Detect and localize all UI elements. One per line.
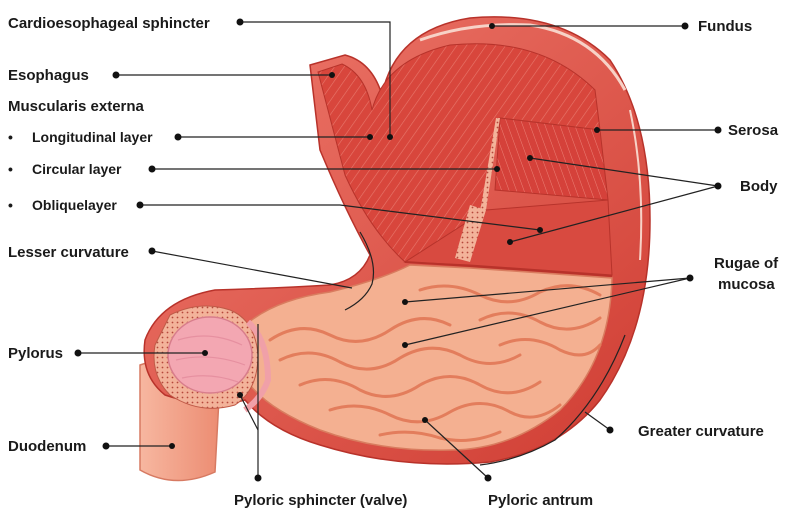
pylorus-shape	[153, 305, 272, 413]
circular-layer-shape	[480, 117, 609, 212]
label-oblique-layer: Obliquelayer	[32, 197, 117, 213]
lesser-curvature-arc	[344, 231, 375, 311]
label-rugae-line1: Rugae of	[714, 255, 779, 272]
label-esophagus: Esophagus	[8, 67, 89, 84]
label-pyloric-sphincter: Pyloric sphincter (valve)	[234, 492, 407, 509]
label-fundus: Fundus	[698, 18, 752, 35]
label-pyloric-antrum: Pyloric antrum	[488, 492, 593, 509]
label-pylorus: Pylorus	[8, 345, 63, 362]
leader-lines	[78, 21, 719, 479]
bullet-longitudinal: •	[8, 129, 13, 145]
label-greater-curvature: Greater curvature	[638, 423, 764, 440]
longitudinal-layer-shape	[317, 43, 601, 263]
label-rugae-line2: mucosa	[718, 276, 775, 293]
bullet-oblique: •	[8, 197, 13, 213]
mucosa-rugae-shape	[239, 261, 613, 451]
labels: Cardioesophageal sphincter Fundus Esopha…	[8, 15, 779, 509]
bullet-circular: •	[8, 161, 13, 177]
label-muscularis-externa: Muscularis externa	[8, 98, 145, 115]
leader-dots	[74, 18, 722, 482]
label-body: Body	[740, 178, 778, 195]
label-serosa: Serosa	[728, 122, 779, 139]
label-duodenum: Duodenum	[8, 438, 86, 455]
label-longitudinal-layer: Longitudinal layer	[32, 129, 153, 145]
greater-curvature-arc	[479, 334, 626, 466]
label-circular-layer: Circular layer	[32, 161, 122, 177]
label-cardioesophageal-sphincter: Cardioesophageal sphincter	[8, 15, 210, 32]
label-lesser-curvature: Lesser curvature	[8, 244, 129, 261]
